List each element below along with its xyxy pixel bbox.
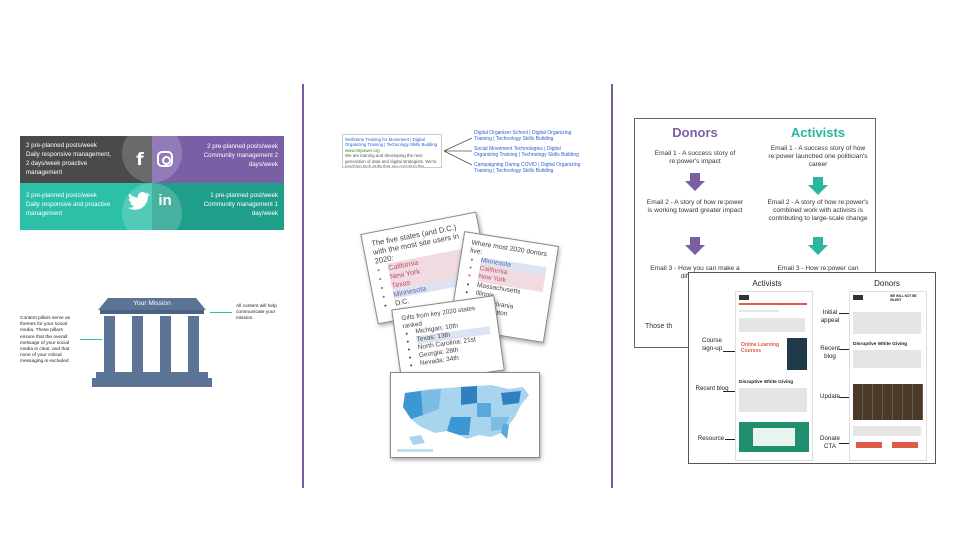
temple-right-note: All content will help communicate your m… <box>236 304 277 322</box>
course-image <box>787 338 807 370</box>
purple-arrow-icon <box>685 237 705 255</box>
label-recent-blog: Recent blog <box>695 385 729 392</box>
overlap-circle-bottom <box>122 183 182 243</box>
teal-arrow-icon <box>808 237 828 255</box>
pillar <box>188 316 199 372</box>
us-choropleth-map <box>397 385 529 452</box>
related-link[interactable]: Campaigning During COVID | Digital Organ… <box>474 162 581 175</box>
activist-email-1: Email 1 - A success story of how re:powe… <box>768 145 868 168</box>
temple-diagram: Your Mission <box>92 294 212 388</box>
activists-heading: Activists <box>790 125 846 140</box>
pillar <box>104 316 115 372</box>
temple-shape <box>92 298 212 387</box>
quad-twitter: 2 pre-planned posts/week Daily responsiv… <box>20 183 152 230</box>
activist-email-preview: Online Learning Courses Disruptive White… <box>735 291 813 461</box>
section-divider-right <box>611 84 613 488</box>
left-arrow <box>80 339 102 340</box>
linkedin-icon: in <box>158 192 172 209</box>
related-link[interactable]: Social Movement Technologies | Digital O… <box>474 146 579 159</box>
donate-button[interactable] <box>892 442 918 448</box>
instagram-icon <box>157 151 173 167</box>
label-course-signup: Course sign-up <box>701 337 723 352</box>
result-desc: We are training and developing the next … <box>345 153 437 168</box>
quad-facebook: 2 pre-planned posts/week Daily responsiv… <box>20 136 152 183</box>
temple-roof-label: Your Mission <box>133 300 171 307</box>
label-update: Update <box>820 393 840 400</box>
activist-email-3: Email 3 - How re:power can <box>777 265 859 272</box>
facebook-icon: f <box>136 150 144 170</box>
online-course-block: Online Learning Courses <box>739 336 809 372</box>
activist-email-2: Email 2 - A story of how re:power's comb… <box>767 199 869 222</box>
quad-linkedin: 1 pre-planned post/week Community manage… <box>152 183 284 230</box>
donor-email-preview: WE WILL NOT BE SILENT Disruptive White G… <box>849 291 927 461</box>
donate-button[interactable] <box>856 442 882 448</box>
badge: WE WILL NOT BE SILENT <box>890 294 917 302</box>
purple-arrow-icon <box>685 173 705 191</box>
related-link[interactable]: Digital Organizer School | Digital Organ… <box>474 130 572 143</box>
social-matrix: 2 pre-planned posts/week Daily responsiv… <box>20 123 284 243</box>
donors-heading: Donors <box>672 125 718 140</box>
label-resource: Resource <box>697 435 725 442</box>
result-url: www.rstpower.org <box>345 147 380 153</box>
temple-left-note: Content pillars serve as themes for your… <box>20 316 71 365</box>
twitter-icon <box>128 192 151 210</box>
search-result-snippet: Wellstone Training for Movement | Digita… <box>342 134 442 168</box>
donor-email-1: Email 1 - A success story of re:power's … <box>654 150 736 165</box>
label-donate-cta: Donate CTA <box>820 435 840 450</box>
panel-footer-text: Those th <box>645 323 673 330</box>
donor-email-2: Email 2 - A story of how re:power is wor… <box>646 199 744 214</box>
right-arrow <box>210 312 232 313</box>
section-divider-left <box>302 84 304 488</box>
teal-arrow-icon <box>808 177 828 195</box>
update-photo-grid <box>853 384 923 420</box>
us-map-card <box>390 372 540 458</box>
pillar <box>132 316 143 372</box>
branch-lines <box>444 137 473 166</box>
quad-instagram: 2 pre-planned posts/week Community manag… <box>152 136 284 183</box>
related-links: Digital Organizer School | Digital Organ… <box>474 130 586 175</box>
resource-block <box>739 422 809 452</box>
label-recent-blog-right: Recent blog <box>820 345 840 360</box>
pillar <box>160 316 171 372</box>
newsletter-mockup: Activists Donors Online Learning Courses… <box>688 272 936 464</box>
result-title[interactable]: Wellstone Training for Movement | Digita… <box>345 137 438 148</box>
donors-column-title: Donors <box>874 279 900 288</box>
label-initial-appeal: Initial appeal <box>820 309 840 324</box>
activists-column-title: Activists <box>752 279 782 288</box>
